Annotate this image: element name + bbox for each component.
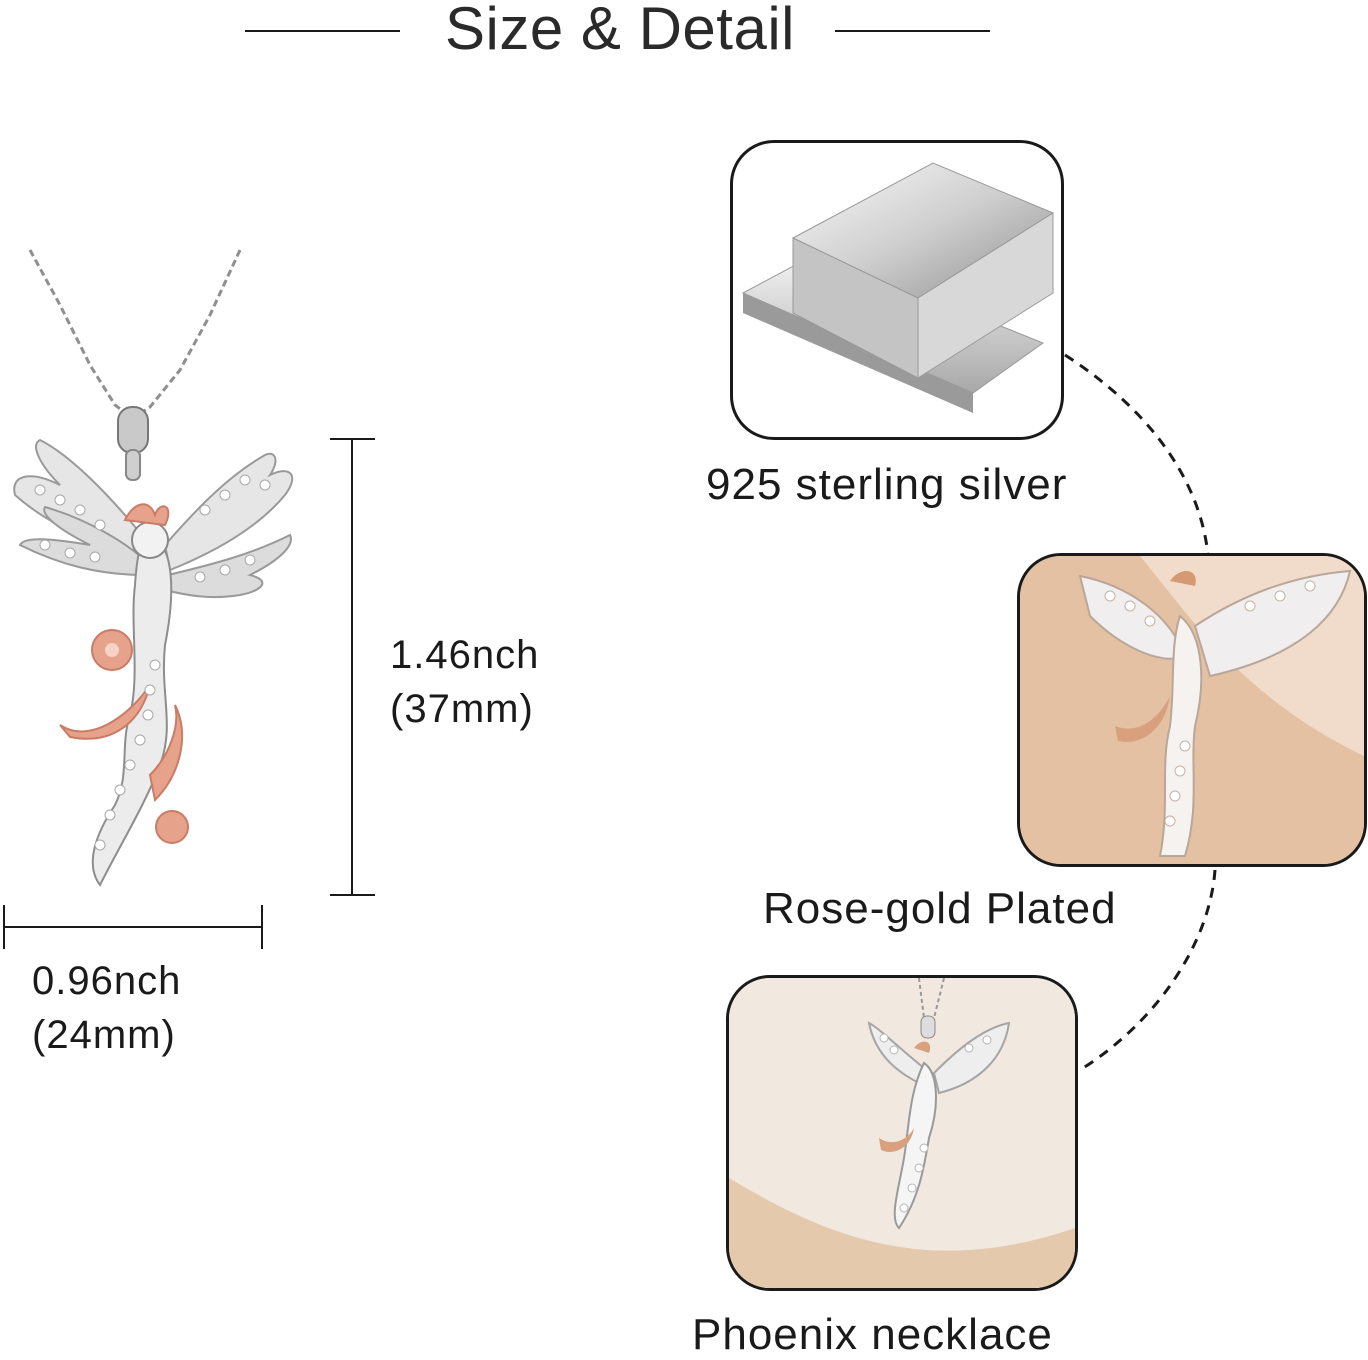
phoenix-necklace-icon bbox=[729, 978, 1075, 1288]
page-title: Size & Detail bbox=[445, 0, 795, 62]
caption-silver: 925 sterling silver bbox=[706, 460, 1068, 509]
width-dimension-line bbox=[3, 905, 263, 949]
caption-necklace: Phoenix necklace bbox=[692, 1310, 1053, 1359]
silver-bar-card bbox=[730, 140, 1064, 440]
width-label: 0.96nch (24mm) bbox=[32, 954, 181, 1062]
dashed-connector bbox=[1064, 353, 1217, 1072]
phoenix-closeup-icon bbox=[1020, 556, 1364, 864]
height-inch: 1.46nch bbox=[390, 633, 540, 677]
rose-gold-card bbox=[1017, 553, 1367, 867]
height-dimension-line bbox=[330, 438, 375, 896]
caption-rose-gold: Rose-gold Plated bbox=[763, 884, 1117, 933]
title-rule-right bbox=[835, 30, 990, 32]
silver-bar-icon bbox=[733, 143, 1061, 437]
title-rule-left bbox=[245, 30, 400, 32]
height-label: 1.46nch (37mm) bbox=[390, 628, 539, 736]
width-mm: (24mm) bbox=[32, 1013, 176, 1057]
necklace-card bbox=[726, 975, 1078, 1291]
phoenix-pendant-image bbox=[0, 245, 310, 905]
height-mm: (37mm) bbox=[390, 687, 534, 731]
width-inch: 0.96nch bbox=[32, 959, 182, 1003]
